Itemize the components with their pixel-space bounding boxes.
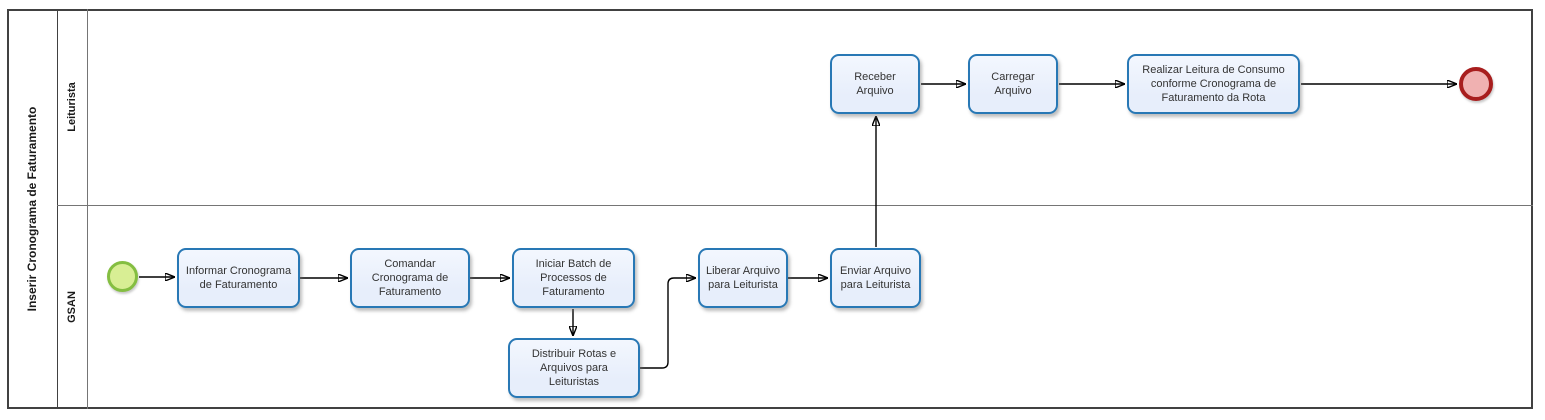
lane-gsan-label: GSAN xyxy=(66,291,78,323)
pool-title: Inserir Cronograma de Faturamento xyxy=(7,9,57,409)
end-event xyxy=(1459,67,1493,101)
start-event xyxy=(107,261,138,292)
lane-label-separator xyxy=(87,9,88,409)
task-enviar-arquivo: Enviar Arquivo para Leiturista xyxy=(830,248,921,308)
lane-gsan: GSAN xyxy=(57,205,87,409)
lane-leiturista: Leiturista xyxy=(57,9,87,205)
task-realizar-leitura: Realizar Leitura de Consumo conforme Cro… xyxy=(1127,54,1300,114)
task-carregar-arquivo: Carregar Arquivo xyxy=(968,54,1058,114)
task-comandar-cronograma: Comandar Cronograma de Faturamento xyxy=(350,248,470,308)
task-iniciar-batch: Iniciar Batch de Processos de Faturament… xyxy=(512,248,635,308)
pool-title-separator xyxy=(57,9,58,409)
process-pool xyxy=(7,9,1533,409)
pool-title-label: Inserir Cronograma de Faturamento xyxy=(25,106,39,312)
lane-leiturista-label: Leiturista xyxy=(66,82,78,132)
task-informar-cronograma: Informar Cronograma de Faturamento xyxy=(177,248,300,308)
lane-divider xyxy=(57,205,1533,206)
task-liberar-arquivo: Liberar Arquivo para Leiturista xyxy=(698,248,788,308)
task-distribuir-rotas: Distribuir Rotas e Arquivos para Leituri… xyxy=(508,338,640,398)
task-receber-arquivo: Receber Arquivo xyxy=(830,54,920,114)
